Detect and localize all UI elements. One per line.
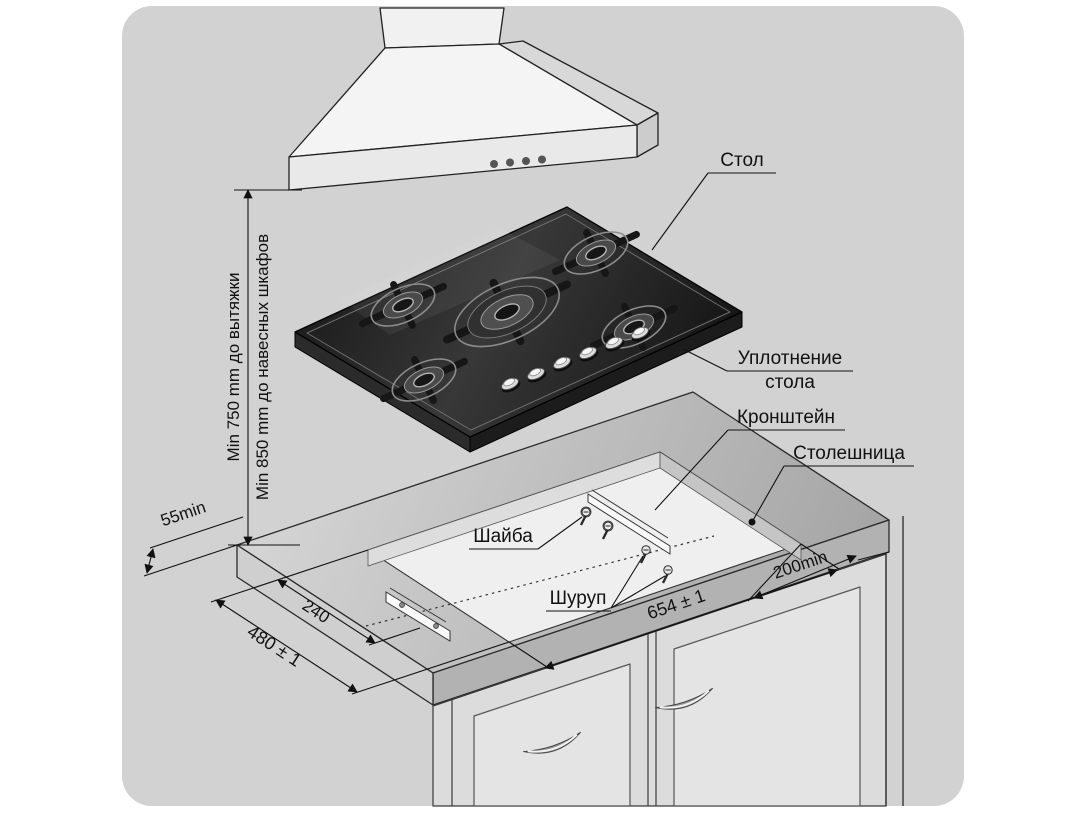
label-bracket: Кронштейн bbox=[737, 407, 835, 428]
label-screw: Шуруп bbox=[550, 588, 607, 609]
burner-front-left bbox=[380, 356, 468, 404]
burner-back-left bbox=[359, 281, 447, 329]
bracket-right bbox=[587, 489, 671, 555]
bracket-left bbox=[385, 587, 451, 642]
dim-min850-label: Min 850 mm до навесных шкафов bbox=[253, 234, 272, 500]
hob-glass-inset-line bbox=[306, 213, 731, 431]
callout-seal: Уплотнение стола bbox=[682, 348, 853, 393]
hood-duct bbox=[379, 7, 505, 49]
dim-vertical-clearance: Min 750 mm до вытяжки Min 850 mm до наве… bbox=[224, 189, 302, 546]
label-countertop: Столешница bbox=[793, 443, 905, 464]
hob-knobs bbox=[501, 326, 651, 393]
door-handle-2 bbox=[655, 687, 713, 710]
screw-1 bbox=[639, 545, 651, 564]
callout-bracket: Кронштейн bbox=[654, 407, 845, 511]
label-seal-1: Уплотнение bbox=[738, 348, 842, 369]
alignment-dotted-line bbox=[365, 535, 715, 627]
callout-washer: Шайба bbox=[469, 516, 583, 550]
callout-table: Стол bbox=[651, 150, 776, 251]
callout-screw: Шуруп bbox=[546, 555, 666, 612]
callout-countertop: Столешница bbox=[748, 443, 914, 526]
cooker-hood bbox=[288, 7, 659, 191]
hood-buttons bbox=[490, 155, 546, 168]
hood-band-front bbox=[288, 124, 638, 191]
mounting-hardware bbox=[365, 489, 715, 642]
washer-screw-2 bbox=[601, 520, 614, 540]
dim-min750-label: Min 750 mm до вытяжки bbox=[224, 273, 243, 462]
label-washer: Шайба bbox=[473, 526, 533, 547]
burner-center-wok bbox=[443, 276, 571, 348]
door-handle-1 bbox=[523, 731, 581, 754]
callouts: Стол Уплотнение стола Кронштейн Столешни… bbox=[469, 150, 914, 612]
gas-hob bbox=[294, 206, 743, 453]
wall-corner-lines bbox=[885, 516, 904, 806]
cabinet-door-1 bbox=[473, 663, 631, 807]
label-table: Стол bbox=[720, 150, 763, 171]
washer-screw-1 bbox=[579, 506, 592, 526]
burner-back-right bbox=[552, 229, 640, 277]
label-seal-2: стола bbox=[765, 372, 815, 393]
